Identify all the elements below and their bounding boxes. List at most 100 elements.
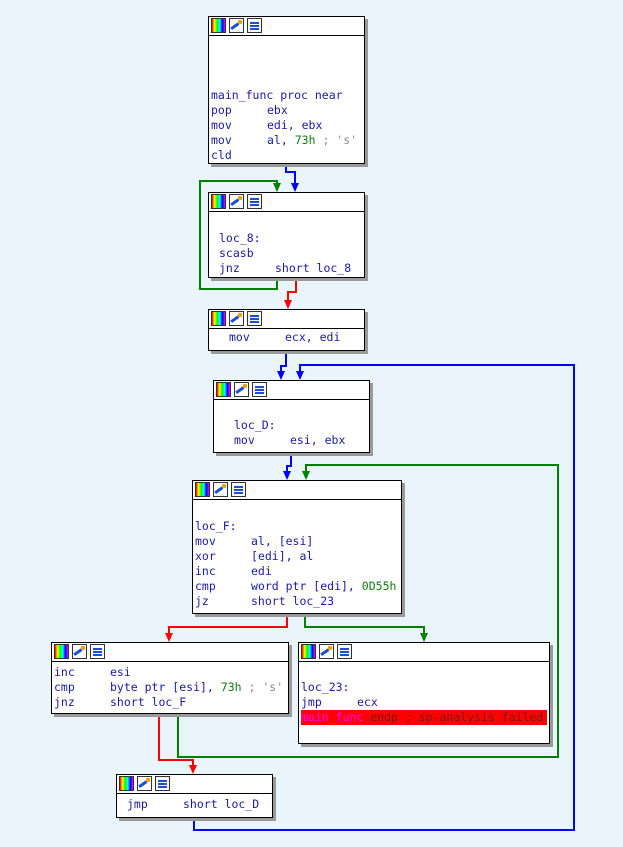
- set-node-color-icon[interactable]: [211, 194, 226, 209]
- set-node-color-icon[interactable]: [195, 482, 210, 497]
- group-nodes-icon[interactable]: [252, 382, 267, 397]
- node-titlebar[interactable]: [209, 17, 364, 36]
- set-node-color-icon[interactable]: [119, 776, 134, 791]
- group-nodes-icon[interactable]: [247, 311, 262, 326]
- node-titlebar[interactable]: [209, 310, 364, 329]
- edge-n5-n7-arrow: [420, 633, 428, 642]
- set-node-color-icon[interactable]: [301, 644, 316, 659]
- node-titlebar[interactable]: [214, 381, 369, 400]
- asm-operands: esi: [110, 665, 131, 679]
- rename-node-icon[interactable]: [229, 311, 244, 326]
- asm-operands: ecx: [357, 695, 378, 709]
- group-nodes-icon[interactable]: [247, 194, 262, 209]
- asm-line[interactable]: loc_F:: [195, 519, 399, 534]
- asm-line[interactable]: loc_23:: [301, 680, 547, 695]
- asm-operands: esi, ebx: [290, 433, 346, 447]
- asm-mnemonic: jmp: [127, 797, 148, 811]
- group-nodes-icon[interactable]: [247, 18, 262, 33]
- asm-mnemonic: cmp: [195, 579, 216, 593]
- edge-n8-n4-arrow: [296, 371, 304, 380]
- node-titlebar[interactable]: [117, 775, 272, 794]
- rename-node-icon[interactable]: [72, 644, 87, 659]
- asm-line[interactable]: cld: [211, 148, 362, 163]
- node-titlebar[interactable]: [193, 481, 401, 500]
- asm-label: loc_D:: [234, 418, 276, 432]
- group-nodes-icon[interactable]: [90, 644, 105, 659]
- sp-analysis-failed-line[interactable]: main_func endp ; sp-analysis failed: [301, 710, 547, 725]
- rename-node-icon[interactable]: [213, 482, 228, 497]
- asm-line[interactable]: jmp ecx: [301, 695, 547, 710]
- edge-n6-n5-arrow: [302, 471, 310, 480]
- asm-line[interactable]: jz short loc_23: [195, 594, 399, 609]
- asm-mnemonic: mov: [229, 330, 250, 344]
- asm-mnemonic: inc: [195, 564, 216, 578]
- asm-line[interactable]: loc_D:: [234, 418, 367, 433]
- asm-operands: [edi], al: [251, 549, 314, 563]
- edge-n2-loop: [199, 180, 278, 290]
- group-nodes-icon[interactable]: [337, 644, 352, 659]
- rename-node-icon[interactable]: [229, 194, 244, 209]
- node-titlebar[interactable]: [209, 193, 364, 212]
- rename-node-icon[interactable]: [319, 644, 334, 659]
- asm-operands: al, [esi]: [251, 534, 314, 548]
- asm-line[interactable]: main_func proc near: [211, 88, 362, 103]
- edge-n6-n5: [177, 464, 559, 758]
- group-nodes-icon[interactable]: [155, 776, 170, 791]
- rename-node-icon[interactable]: [234, 382, 249, 397]
- rename-node-icon[interactable]: [137, 776, 152, 791]
- asm-mnemonic: jz: [195, 594, 209, 608]
- asm-line[interactable]: mov al, [esi]: [195, 534, 399, 549]
- node-titlebar[interactable]: [52, 643, 288, 662]
- edge-n1-n2: [285, 162, 296, 190]
- asm-mnemonic: mov: [195, 534, 216, 548]
- endp-comment: endp ; sp-analysis failed: [363, 710, 544, 724]
- set-node-color-icon[interactable]: [54, 644, 69, 659]
- asm-line[interactable]: scasb: [219, 246, 362, 261]
- asm-line[interactable]: loc_8:: [219, 231, 362, 246]
- asm-operands: short loc_23: [251, 594, 335, 608]
- edge-n2-loop-arrow: [273, 183, 281, 192]
- set-node-color-icon[interactable]: [211, 18, 226, 33]
- set-node-color-icon[interactable]: [216, 382, 231, 397]
- edge-n6-n8: [158, 712, 194, 772]
- rename-node-icon[interactable]: [229, 18, 244, 33]
- asm-mnemonic: jmp: [301, 695, 322, 709]
- asm-label: loc_23:: [301, 680, 350, 694]
- asm-mnemonic: cmp: [54, 680, 75, 694]
- node-toolbar: [119, 776, 170, 791]
- group-nodes-icon[interactable]: [231, 482, 246, 497]
- set-node-color-icon[interactable]: [211, 311, 226, 326]
- asm-immediate: 0D55h: [361, 579, 397, 593]
- asm-mnemonic: scasb: [219, 246, 254, 260]
- asm-mnemonic: mov: [211, 133, 232, 147]
- asm-operands: short loc_8: [275, 261, 352, 275]
- node-toolbar: [301, 644, 352, 659]
- function-name: main_func: [301, 710, 364, 724]
- node-titlebar[interactable]: [299, 643, 549, 662]
- asm-line[interactable]: xor[edi], al: [195, 549, 399, 564]
